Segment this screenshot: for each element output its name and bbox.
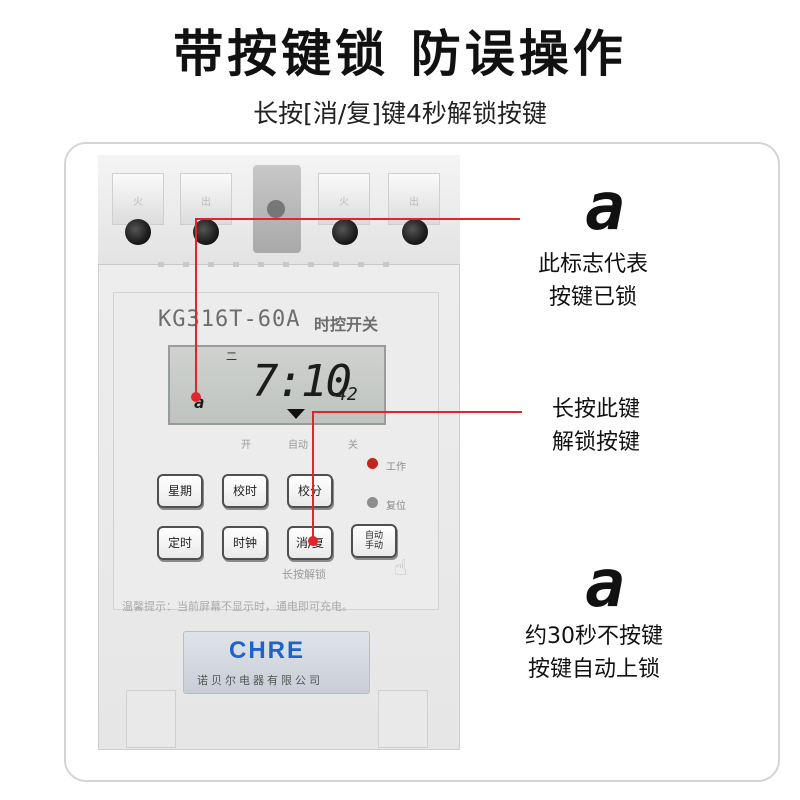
clip-hole [267, 200, 285, 218]
lcd-time: 7:10 [252, 356, 352, 407]
terminal-mark-4: 出 [409, 197, 419, 208]
screw-icon [332, 219, 358, 245]
lcd-seconds: 42 [336, 384, 358, 405]
terminal-mark-2: 出 [201, 197, 211, 208]
auto-lock-note-line2: 按键自动上锁 [527, 657, 660, 682]
long-press-hint: 长按解锁 [282, 568, 326, 581]
brand-plate [183, 631, 370, 694]
lock-symbol-icon: a [585, 168, 625, 245]
callout-dot-lock [191, 392, 201, 402]
vent [358, 262, 364, 267]
manual-label: 手动 [364, 541, 383, 551]
callout-line-key-vertical [312, 411, 314, 541]
company-name: 诺贝尔电器有限公司 [197, 674, 323, 687]
vent [333, 262, 339, 267]
vent [383, 262, 389, 267]
callout-line-key-horizontal [312, 411, 522, 413]
finger-press-icon: ☝ [394, 556, 408, 581]
reset-led-label: 复位 [386, 501, 406, 512]
mode-on-label: 开 [241, 440, 251, 451]
lock-note: 此标志代表 按键已锁 [522, 248, 664, 314]
set-hour-button[interactable]: 校时 [222, 474, 268, 508]
terminal-mark-3: 火 [339, 197, 349, 208]
auto-manual-button[interactable]: 自动 手动 [351, 524, 397, 558]
unlock-note-line1: 长按此键 [551, 397, 640, 422]
auto-lock-note-line1: 约30秒不按键 [525, 624, 663, 649]
unlock-note-line2: 解锁按键 [551, 430, 640, 455]
vent [233, 262, 239, 267]
vent [183, 262, 189, 267]
lcd-lock-icon: a [194, 393, 205, 413]
mode-arrow-icon [287, 409, 305, 419]
screw-icon [193, 219, 219, 245]
week-button[interactable]: 星期 [157, 474, 203, 508]
brand-logo: CHRE [229, 637, 306, 664]
mount-foot-left [126, 690, 176, 748]
vent [158, 262, 164, 267]
vent [258, 262, 264, 267]
clock-button[interactable]: 时钟 [222, 526, 268, 560]
headline: 带按键锁 防误操作 [173, 25, 627, 83]
vent [283, 262, 289, 267]
callout-dot-key [308, 536, 318, 546]
model-subtitle: 时控开关 [314, 315, 379, 334]
mount-foot-right [378, 690, 428, 748]
callout-line-lock-horizontal [195, 218, 520, 220]
charging-tip: 温馨提示：当前屏幕不显示时，通电即可充电。 [122, 600, 353, 613]
subline: 长按[消/复]键4秒解锁按键 [253, 99, 547, 128]
terminal-mark-1: 火 [133, 197, 143, 208]
lock-note-line2: 按键已锁 [548, 285, 637, 310]
unlock-note: 长按此键 解锁按键 [534, 393, 658, 459]
reset-led-icon [367, 497, 378, 508]
vent [208, 262, 214, 267]
control-panel [113, 292, 439, 610]
vent [308, 262, 314, 267]
callout-line-lock-vertical [195, 218, 197, 398]
auto-lock-note: 约30秒不按键 按键自动上锁 [508, 620, 680, 686]
lcd-weekday: 二 [226, 350, 237, 363]
set-minute-button[interactable]: 校分 [287, 474, 333, 508]
auto-lock-symbol-icon: a [585, 545, 625, 622]
lock-note-line1: 此标志代表 [537, 252, 648, 277]
model-number: KG316T-60A [158, 307, 301, 332]
auto-label: 自动 [364, 531, 383, 541]
work-led-icon [367, 458, 378, 469]
timer-button[interactable]: 定时 [157, 526, 203, 560]
screw-icon [125, 219, 151, 245]
screw-icon [402, 219, 428, 245]
mode-auto-label: 自动 [288, 440, 308, 451]
work-led-label: 工作 [386, 462, 406, 473]
mode-off-label: 关 [348, 440, 358, 451]
terminal-1 [112, 173, 164, 225]
